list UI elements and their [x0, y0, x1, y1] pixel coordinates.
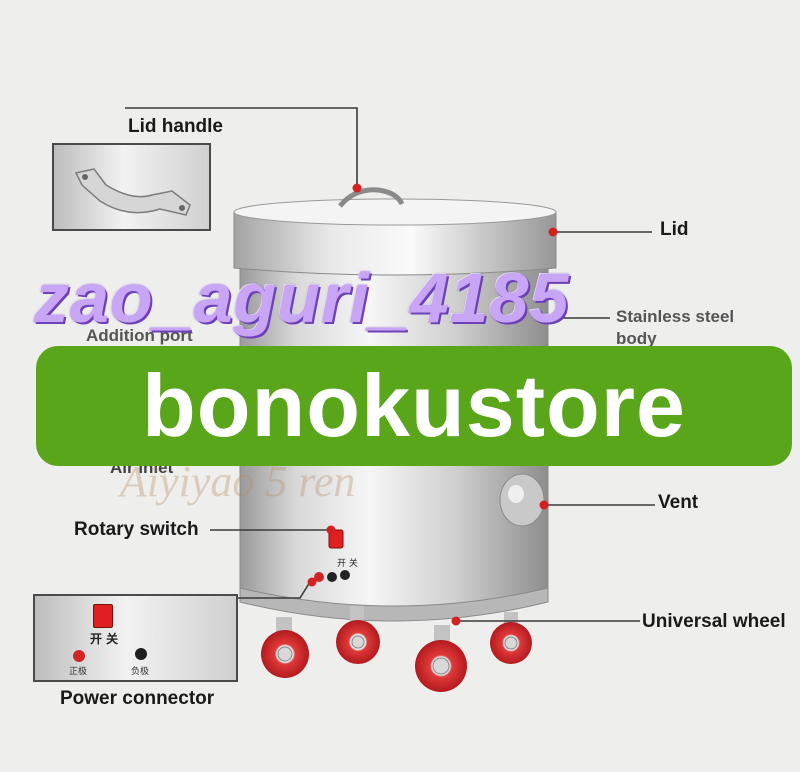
vent-knob [499, 473, 545, 527]
positive-terminal-icon [73, 650, 85, 662]
power-connector-inset: 开 关 正极 负极 [33, 594, 238, 682]
label-lid-handle: Lid handle [128, 116, 223, 137]
wheel-front-left [261, 617, 309, 678]
leader-power [236, 581, 311, 599]
positive-label: 正极 [69, 667, 88, 677]
negative-label: 负极 [131, 667, 150, 677]
body-switch-text: 开 关 [337, 557, 358, 569]
wheel-back-left [336, 606, 380, 664]
leader-lines [125, 107, 655, 622]
lid-top-handle [338, 187, 405, 208]
watermark-top-text: zao_aguri_4185 [34, 259, 570, 337]
leader-lid-handle [125, 107, 358, 187]
watermark-banner-text: bonokustore [142, 356, 686, 455]
label-stainless-body: Stainless steel body [616, 307, 735, 348]
wheel-front-center [415, 625, 467, 692]
body-switch [328, 529, 344, 549]
wheel-right [490, 612, 532, 664]
negative-terminal-icon [135, 648, 147, 660]
power-switch-icon [93, 604, 113, 628]
label-universal-wheel: Universal wheel [642, 611, 786, 632]
label-addition-port: Addition port [86, 326, 193, 345]
label-rotary-switch: Rotary switch [74, 519, 199, 540]
callout-dots [307, 183, 558, 626]
label-lid: Lid [660, 219, 689, 240]
watermark-banner-bg [36, 346, 792, 466]
handle-icon [74, 168, 191, 216]
lid-handle-inset [52, 143, 211, 231]
tank-base-rim [239, 587, 549, 622]
label-power-connector: Power connector [60, 688, 215, 709]
inset-switch-label: 开 关 [90, 632, 119, 646]
label-vent: Vent [658, 492, 699, 513]
